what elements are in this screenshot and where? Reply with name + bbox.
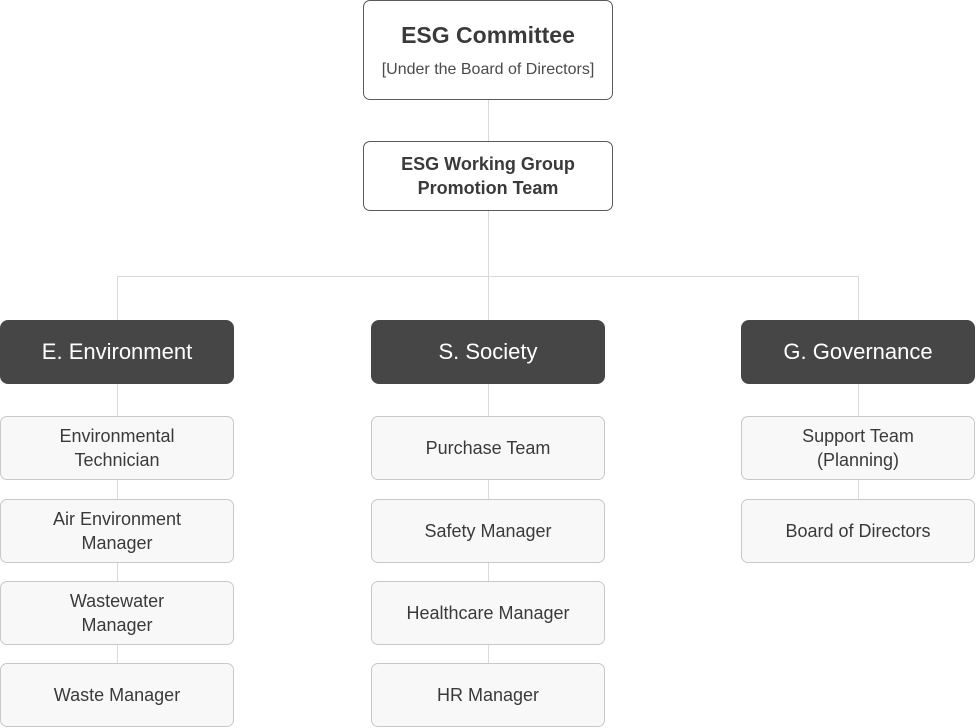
working-group-line1: ESG Working Group (401, 154, 575, 174)
working-group-line2: Promotion Team (417, 178, 559, 198)
gov-item-1-line2: (Planning) (816, 450, 900, 470)
env-item-air-environment-manager: Air Environment Manager (0, 499, 234, 563)
gov-item-support-team: Support Team (Planning) (741, 416, 975, 480)
esg-committee-subtitle: [Under the Board of Directors] (381, 60, 595, 78)
connector-to-governance (858, 276, 859, 321)
env-item-1-line1: Environmental (59, 426, 175, 446)
env-item-1-line2: Technician (74, 450, 160, 470)
env-item-3-line1: Wastewater (69, 591, 165, 611)
gov-item-2-line1: Board of Directors (785, 521, 931, 541)
env-item-waste-manager: Waste Manager (0, 663, 234, 727)
pillar-society: S. Society (371, 320, 605, 384)
pillar-environment-label: E. Environment (41, 339, 193, 364)
soc-item-healthcare-manager: Healthcare Manager (371, 581, 605, 645)
esg-committee-node: ESG Committee [Under the Board of Direct… (363, 0, 613, 100)
esg-committee-title: ESG Committee (401, 21, 575, 48)
connector-working-group-down (488, 210, 489, 276)
working-group-node: ESG Working Group Promotion Team (363, 141, 613, 211)
env-item-wastewater-manager: Wastewater Manager (0, 581, 234, 645)
soc-item-4-line1: HR Manager (436, 685, 540, 705)
env-item-4-line1: Waste Manager (53, 685, 181, 705)
soc-item-2-line1: Safety Manager (424, 521, 552, 541)
soc-item-purchase-team: Purchase Team (371, 416, 605, 480)
env-item-2-line1: Air Environment (52, 509, 182, 529)
env-item-3-line2: Manager (81, 615, 153, 635)
soc-item-hr-manager: HR Manager (371, 663, 605, 727)
pillar-governance-label: G. Governance (783, 339, 933, 364)
connector-to-society (488, 276, 489, 321)
gov-item-board-of-directors: Board of Directors (741, 499, 975, 563)
soc-item-3-line1: Healthcare Manager (406, 603, 570, 623)
pillar-society-label: S. Society (438, 339, 538, 364)
connector-committee-to-working-group (488, 99, 489, 141)
soc-item-safety-manager: Safety Manager (371, 499, 605, 563)
env-item-environmental-technician: Environmental Technician (0, 416, 234, 480)
pillar-governance: G. Governance (741, 320, 975, 384)
pillar-environment: E. Environment (0, 320, 234, 384)
gov-item-1-line1: Support Team (802, 426, 914, 446)
connector-to-environment (117, 276, 118, 321)
env-item-2-line2: Manager (81, 533, 153, 553)
soc-item-1-line1: Purchase Team (425, 438, 551, 458)
